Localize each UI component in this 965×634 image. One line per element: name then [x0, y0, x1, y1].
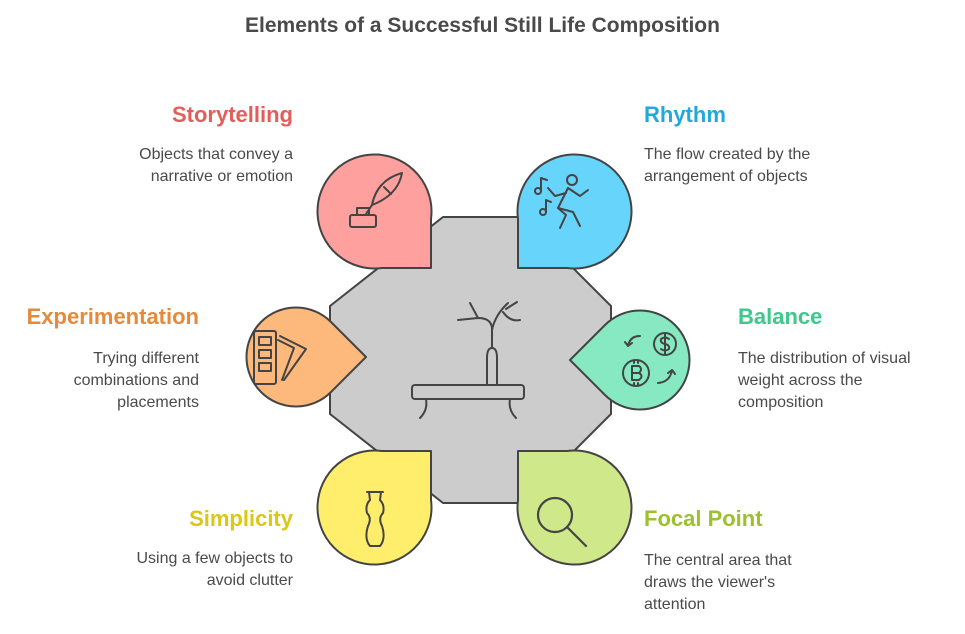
rhythm-title: Rhythm: [644, 102, 726, 127]
simplicity-drop: [316, 449, 433, 566]
currency-exchange-icon: [622, 332, 677, 387]
dancing-person-icon: [534, 174, 589, 229]
focal-point-title: Focal Point: [644, 506, 763, 531]
storytelling-description: Objects that convey a narrative or emoti…: [139, 146, 293, 185]
balance-description: The distribution of visual weight across…: [738, 350, 911, 411]
focal-point-description: The central area that draws the viewer's…: [644, 552, 792, 613]
quill-and-inkwell-icon: [349, 172, 403, 228]
storytelling-title: Storytelling: [171, 102, 293, 127]
experimentation-title: Experimentation: [26, 304, 199, 329]
vase-icon: [365, 491, 385, 547]
rhythm-description: The flow created by the arrangement of o…: [644, 146, 811, 185]
simplicity-title: Simplicity: [189, 506, 293, 531]
magnifier-icon: [536, 496, 588, 548]
vase-on-table-icon: [411, 301, 525, 419]
rhythm-drop: [516, 153, 633, 270]
diagram-title: Elements of a Successful Still Life Comp…: [245, 14, 720, 37]
storytelling-drop: [316, 153, 433, 270]
focal-point-drop: [516, 449, 633, 566]
color-swatches-icon: [253, 330, 307, 385]
experimentation-description: Trying different combinations and placem…: [73, 350, 199, 411]
simplicity-description: Using a few objects to avoid clutter: [136, 550, 293, 589]
balance-title: Balance: [738, 304, 823, 329]
